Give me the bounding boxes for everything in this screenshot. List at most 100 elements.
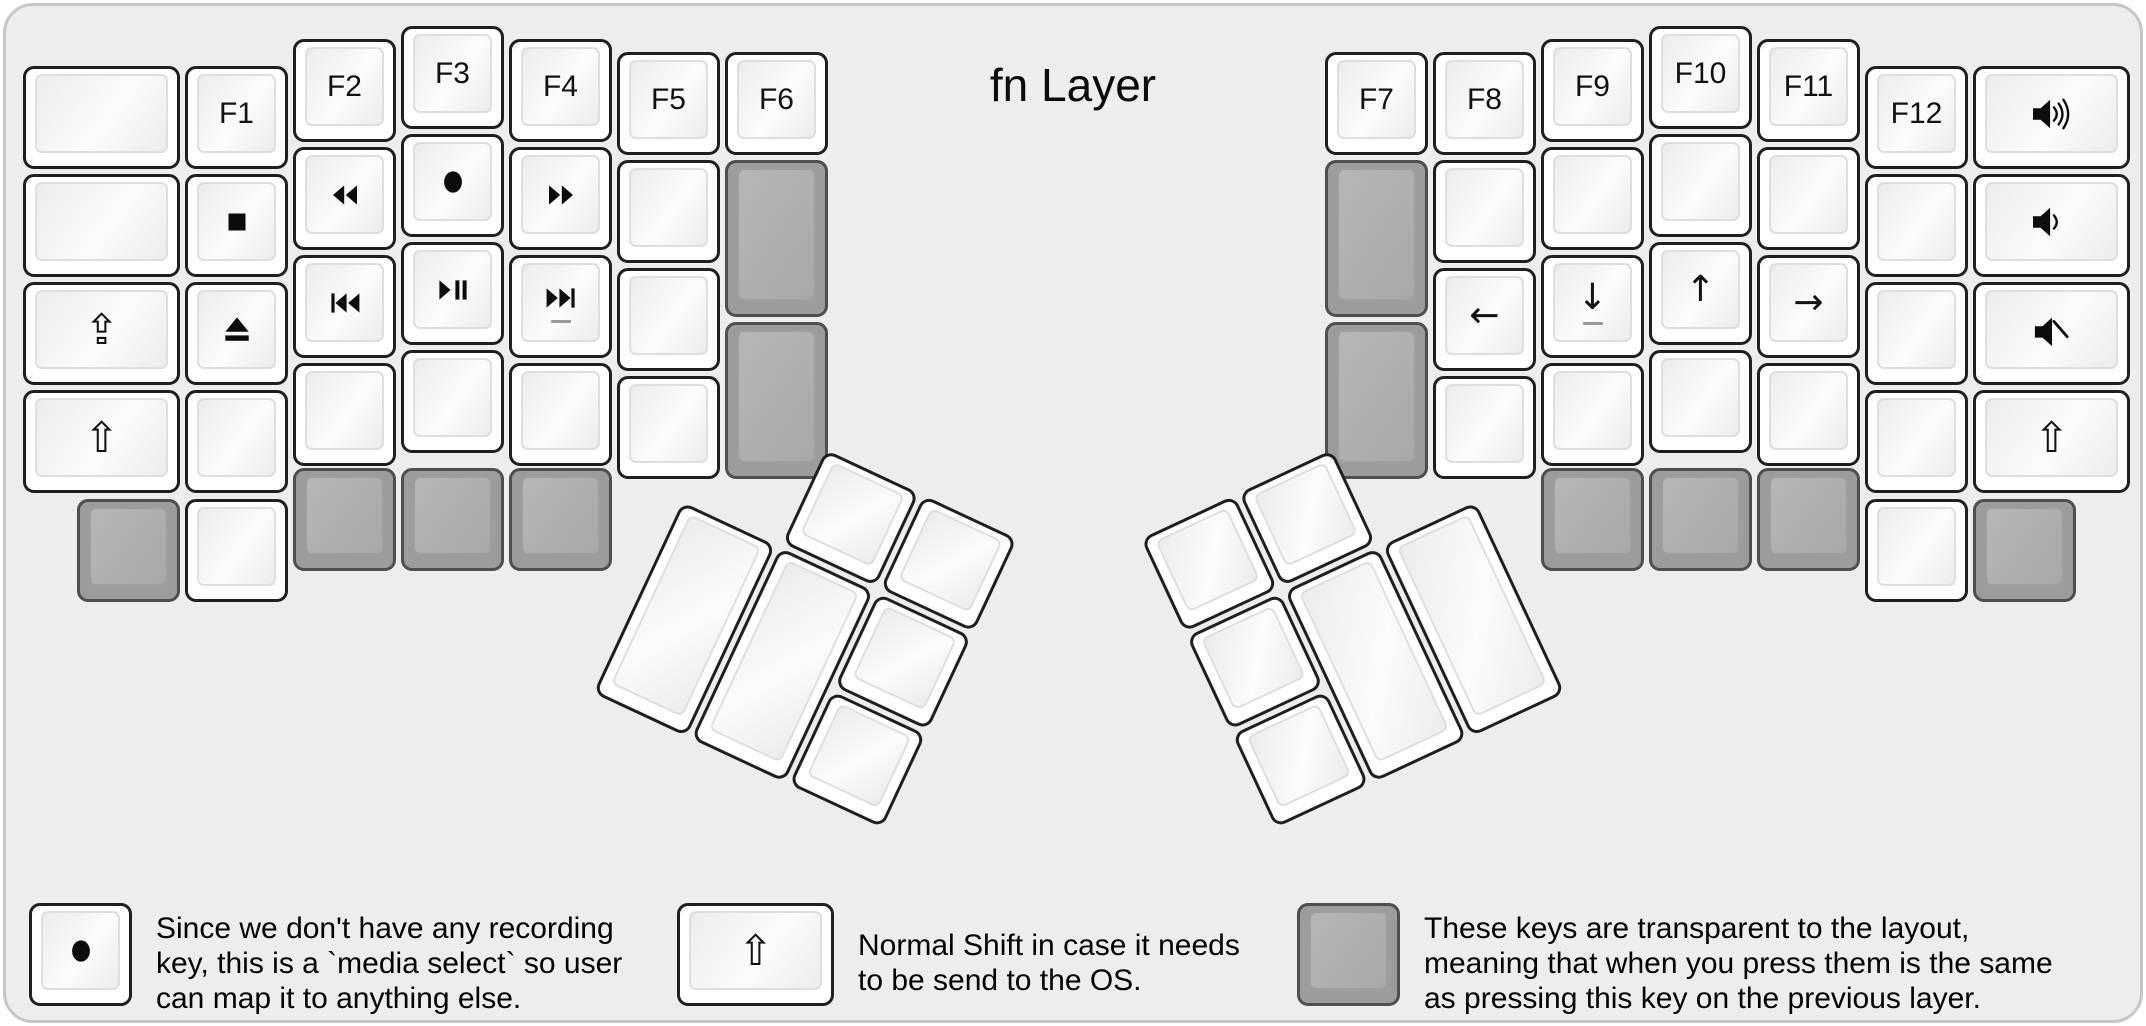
legend-key-record (29, 903, 132, 1006)
eject-icon (219, 312, 255, 348)
caps-lock-icon: ⇪ (83, 304, 120, 354)
keycap (1877, 507, 1956, 586)
keycap (413, 250, 492, 329)
keycap (629, 384, 708, 463)
key-f8: F8 (1433, 52, 1536, 155)
key-f2: F2 (293, 39, 396, 142)
key-blank (1433, 376, 1536, 479)
keycap: → (1769, 263, 1848, 342)
keycap (1246, 703, 1352, 809)
keycap (1985, 290, 2118, 369)
key-blank (1757, 147, 1860, 250)
keycap (197, 182, 276, 261)
key-fast-forward (509, 147, 612, 250)
keycap: F3 (413, 34, 492, 113)
key-blank (1541, 147, 1644, 250)
vol-down-icon (2030, 203, 2074, 241)
key-mute (1973, 282, 2130, 385)
key-f11: F11 (1757, 39, 1860, 142)
keycap (197, 290, 276, 369)
keycap (89, 507, 168, 586)
key-label: F10 (1674, 56, 1727, 90)
keycap (1253, 461, 1359, 567)
key-f12: F12 (1865, 66, 1968, 169)
shift-icon: ⇧ (83, 412, 120, 462)
keycap: ⇧ (35, 398, 168, 477)
key-f6: F6 (725, 52, 828, 155)
key-skip-back (293, 255, 396, 358)
keycap: F10 (1661, 34, 1740, 113)
key-transparent (293, 468, 396, 571)
mute-icon (2030, 311, 2074, 349)
keycap: F6 (737, 60, 816, 139)
keycap (1769, 155, 1848, 234)
key-rewind (293, 147, 396, 250)
keycap: F5 (629, 60, 708, 139)
keycap (629, 168, 708, 247)
keycap (197, 398, 276, 477)
keycap (305, 263, 384, 342)
key-transparent (725, 160, 828, 317)
keycap (41, 911, 120, 990)
key-stop (185, 174, 288, 277)
keycap (737, 168, 816, 301)
keycap (1985, 74, 2118, 153)
key-f1: F1 (185, 66, 288, 169)
key-blank (1649, 350, 1752, 453)
key-caps-lock: ⇪ (23, 282, 180, 385)
keycap (305, 371, 384, 450)
key-f3: F3 (401, 26, 504, 129)
keycap (305, 155, 384, 234)
keycap (413, 476, 492, 555)
key-blank (1865, 390, 1968, 493)
key-label: F4 (542, 69, 578, 103)
key-label: F5 (650, 82, 686, 116)
keycap (629, 276, 708, 355)
keycap: F11 (1769, 47, 1848, 126)
keycap: ← (1445, 276, 1524, 355)
legend-text-transparent-keys: These keys are transparent to the layout… (1424, 912, 2053, 1015)
key-label: F8 (1466, 82, 1502, 116)
keycap: ↓ (1553, 263, 1632, 342)
keycap: ⇪ (35, 290, 168, 369)
key-arrow-left: ← (1433, 268, 1536, 371)
key-transparent (509, 468, 612, 571)
keycap: F7 (1337, 60, 1416, 139)
key-blank (509, 363, 612, 466)
key-volume-up (1973, 66, 2130, 169)
key-blank (1433, 160, 1536, 263)
key-eject (185, 282, 288, 385)
arrow-right-icon: → (1793, 281, 1824, 323)
key-blank (1865, 174, 1968, 277)
keycap (1985, 182, 2118, 261)
key-transparent (401, 468, 504, 571)
keycap (35, 74, 168, 153)
keycap (1877, 290, 1956, 369)
keycap (1661, 142, 1740, 221)
key-label: F2 (326, 69, 362, 103)
shift-icon: ⇧ (2033, 412, 2070, 462)
keycap (1337, 330, 1416, 463)
keycap (897, 507, 1003, 613)
key-blank (617, 376, 720, 479)
key-label: F7 (1358, 82, 1394, 116)
legend-key-shift: ⇧ (677, 903, 834, 1006)
key-f10: F10 (1649, 26, 1752, 129)
skip-back-icon (326, 287, 364, 319)
homing-bar (550, 320, 571, 323)
vol-up-icon (2030, 95, 2074, 133)
keycap: F2 (305, 47, 384, 126)
key-blank (185, 499, 288, 602)
keycap (1337, 168, 1416, 301)
key-blank (1541, 363, 1644, 466)
key-label: F6 (758, 82, 794, 116)
keycap (305, 476, 384, 555)
keycap (1877, 398, 1956, 477)
keycap (1309, 911, 1388, 990)
keycap (852, 605, 958, 711)
keycap (1553, 155, 1632, 234)
key-blank (1865, 499, 1968, 602)
keycap (1769, 476, 1848, 555)
keycap: F9 (1553, 47, 1632, 126)
key-blank (617, 160, 720, 263)
